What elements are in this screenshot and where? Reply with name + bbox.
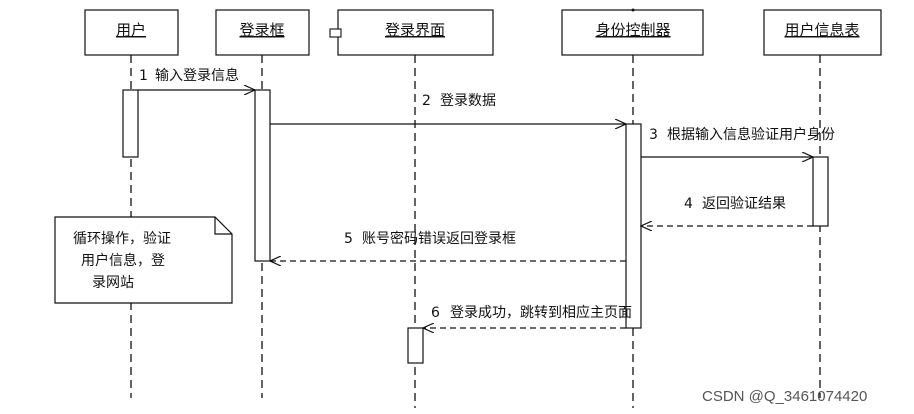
message-number: 4 [684, 196, 693, 212]
participant-login-box: 登录框 [215, 9, 310, 56]
message-1: 1 输入登录信息 [138, 67, 255, 90]
activation-login-box [254, 89, 271, 262]
message-4: 4 返回验证结果 [641, 196, 813, 226]
activation-id-controller [625, 123, 642, 329]
message-3: 3 根据输入信息验证用户身份 [641, 126, 835, 157]
message-5: 5 账号密码错误返回登录框 [270, 230, 626, 261]
activation-login-page [407, 327, 424, 364]
activation-user [122, 89, 139, 158]
note-box: 循环操作，验证 用户信息，登 录网站 [54, 216, 233, 304]
participant-label: 登录框 [239, 21, 284, 39]
message-text: 登录成功，跳转到相应主页面 [450, 304, 632, 321]
component-icon [329, 28, 342, 38]
participant-label: 登录界面 [385, 21, 445, 39]
message-number: 1 [139, 68, 148, 84]
participant-id-controller: 身份控制器 [561, 8, 704, 56]
participant-login-page: 登录界面 [329, 9, 494, 56]
message-text: 返回验证结果 [702, 196, 786, 212]
participant-label: 用户信息表 [784, 21, 859, 39]
activation-user-table [812, 156, 829, 227]
participant-user-table: 用户信息表 [763, 9, 882, 56]
participant-label: 身份控制器 [595, 21, 670, 39]
message-text: 登录数据 [440, 93, 496, 109]
note-line: 用户信息，登 [81, 252, 165, 269]
watermark: CSDN @Q_3461074420 [702, 388, 867, 405]
message-number: 6 [431, 305, 440, 321]
message-text: 账号密码错误返回登录框 [362, 230, 516, 247]
message-text: 输入登录信息 [155, 67, 239, 84]
message-text: 根据输入信息验证用户身份 [667, 126, 835, 143]
message-number: 2 [422, 93, 431, 109]
message-number: 5 [344, 231, 353, 247]
participant-user: 用户 [84, 9, 179, 56]
message-6: 6 登录成功，跳转到相应主页面 [423, 304, 632, 328]
message-number: 3 [649, 127, 658, 143]
message-2: 2 登录数据 [270, 93, 626, 124]
note-line: 录网站 [92, 275, 134, 291]
participant-label: 用户 [116, 21, 146, 39]
note-line: 循环操作，验证 [73, 231, 171, 247]
